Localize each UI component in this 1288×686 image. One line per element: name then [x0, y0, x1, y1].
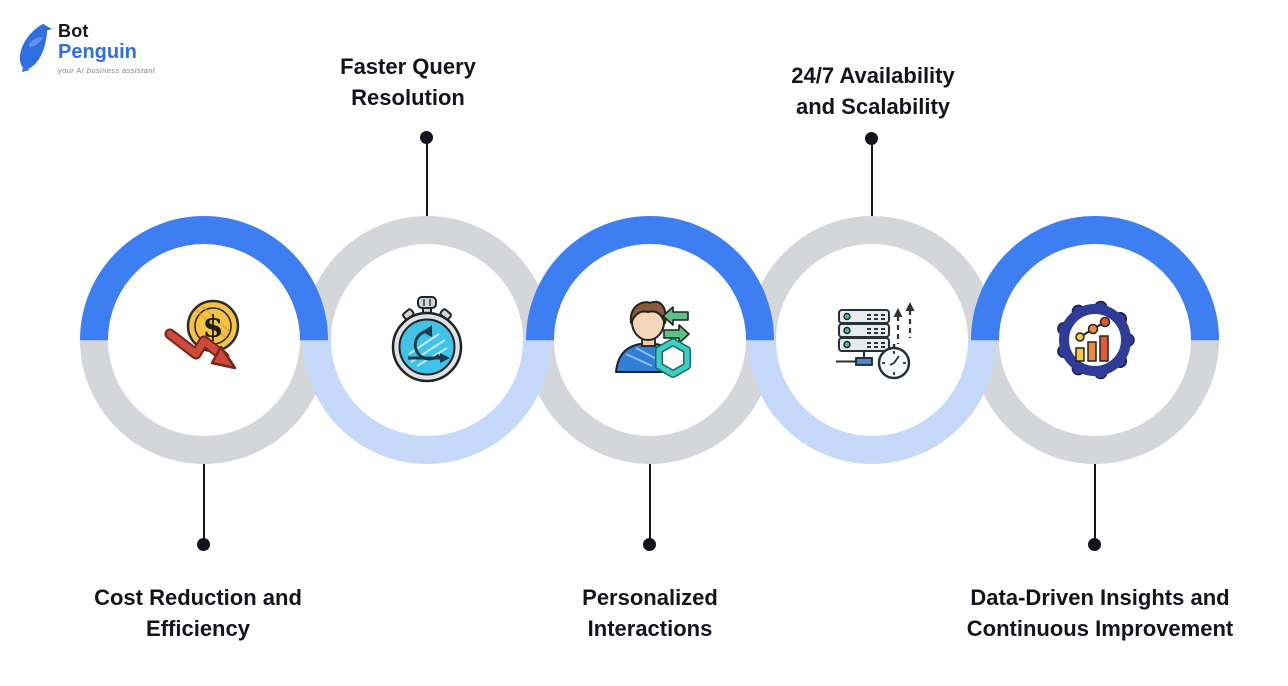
connector-line-5 — [1094, 464, 1096, 540]
step-label-data-insights: Data-Driven Insights and Continuous Impr… — [967, 582, 1233, 644]
logo-text-penguin: Penguin — [58, 41, 137, 63]
person-exchange-icon — [615, 300, 691, 378]
connector-dot-3 — [643, 538, 656, 551]
dollar-coin-decrease-icon: $ — [164, 299, 240, 370]
step-ring-data-insights — [971, 216, 1219, 464]
label-line: Data-Driven Insights and — [970, 585, 1230, 610]
logo-text-bot: Bot — [58, 21, 89, 41]
step-label-faster-query: Faster Query Resolution — [340, 51, 476, 113]
connector-line-3 — [649, 464, 651, 540]
gear-analytics-icon — [1057, 300, 1135, 380]
logo-tagline: your AI business assistant — [58, 66, 156, 75]
connector-dot-2 — [420, 131, 433, 144]
step-label-availability: 24/7 Availability and Scalability — [791, 60, 954, 122]
label-line: Faster Query — [340, 54, 476, 79]
label-line: Personalized — [582, 585, 718, 610]
connector-line-2 — [426, 143, 428, 217]
penguin-logo-icon — [19, 24, 52, 72]
step-ring-faster-query — [303, 216, 551, 464]
svg-text:$: $ — [203, 310, 224, 345]
label-line: 24/7 Availability — [791, 63, 955, 88]
step-ring-personalized — [526, 216, 774, 464]
connector-line-4 — [871, 144, 873, 217]
step-label-personalized: Personalized Interactions — [582, 582, 718, 644]
connector-line-1 — [203, 464, 205, 540]
label-line: Continuous Improvement — [966, 616, 1234, 641]
connector-dot-5 — [1088, 538, 1101, 551]
stopwatch-sprint-icon — [391, 296, 463, 383]
server-uptime-clock-icon — [836, 302, 915, 380]
step-ring-cost-reduction: $ — [80, 216, 328, 464]
label-line: Cost Reduction and — [94, 585, 302, 610]
connector-dot-1 — [197, 538, 210, 551]
label-line: and Scalability — [795, 94, 951, 119]
step-label-cost-reduction: Cost Reduction and Efficiency — [94, 582, 302, 644]
connector-dot-4 — [865, 132, 878, 145]
label-line: Resolution — [351, 85, 465, 110]
label-line: Efficiency — [146, 616, 250, 641]
step-ring-availability — [748, 216, 996, 464]
label-line: Interactions — [587, 616, 713, 641]
botpenguin-logo: Bot Penguin your AI business assistant — [14, 22, 155, 75]
